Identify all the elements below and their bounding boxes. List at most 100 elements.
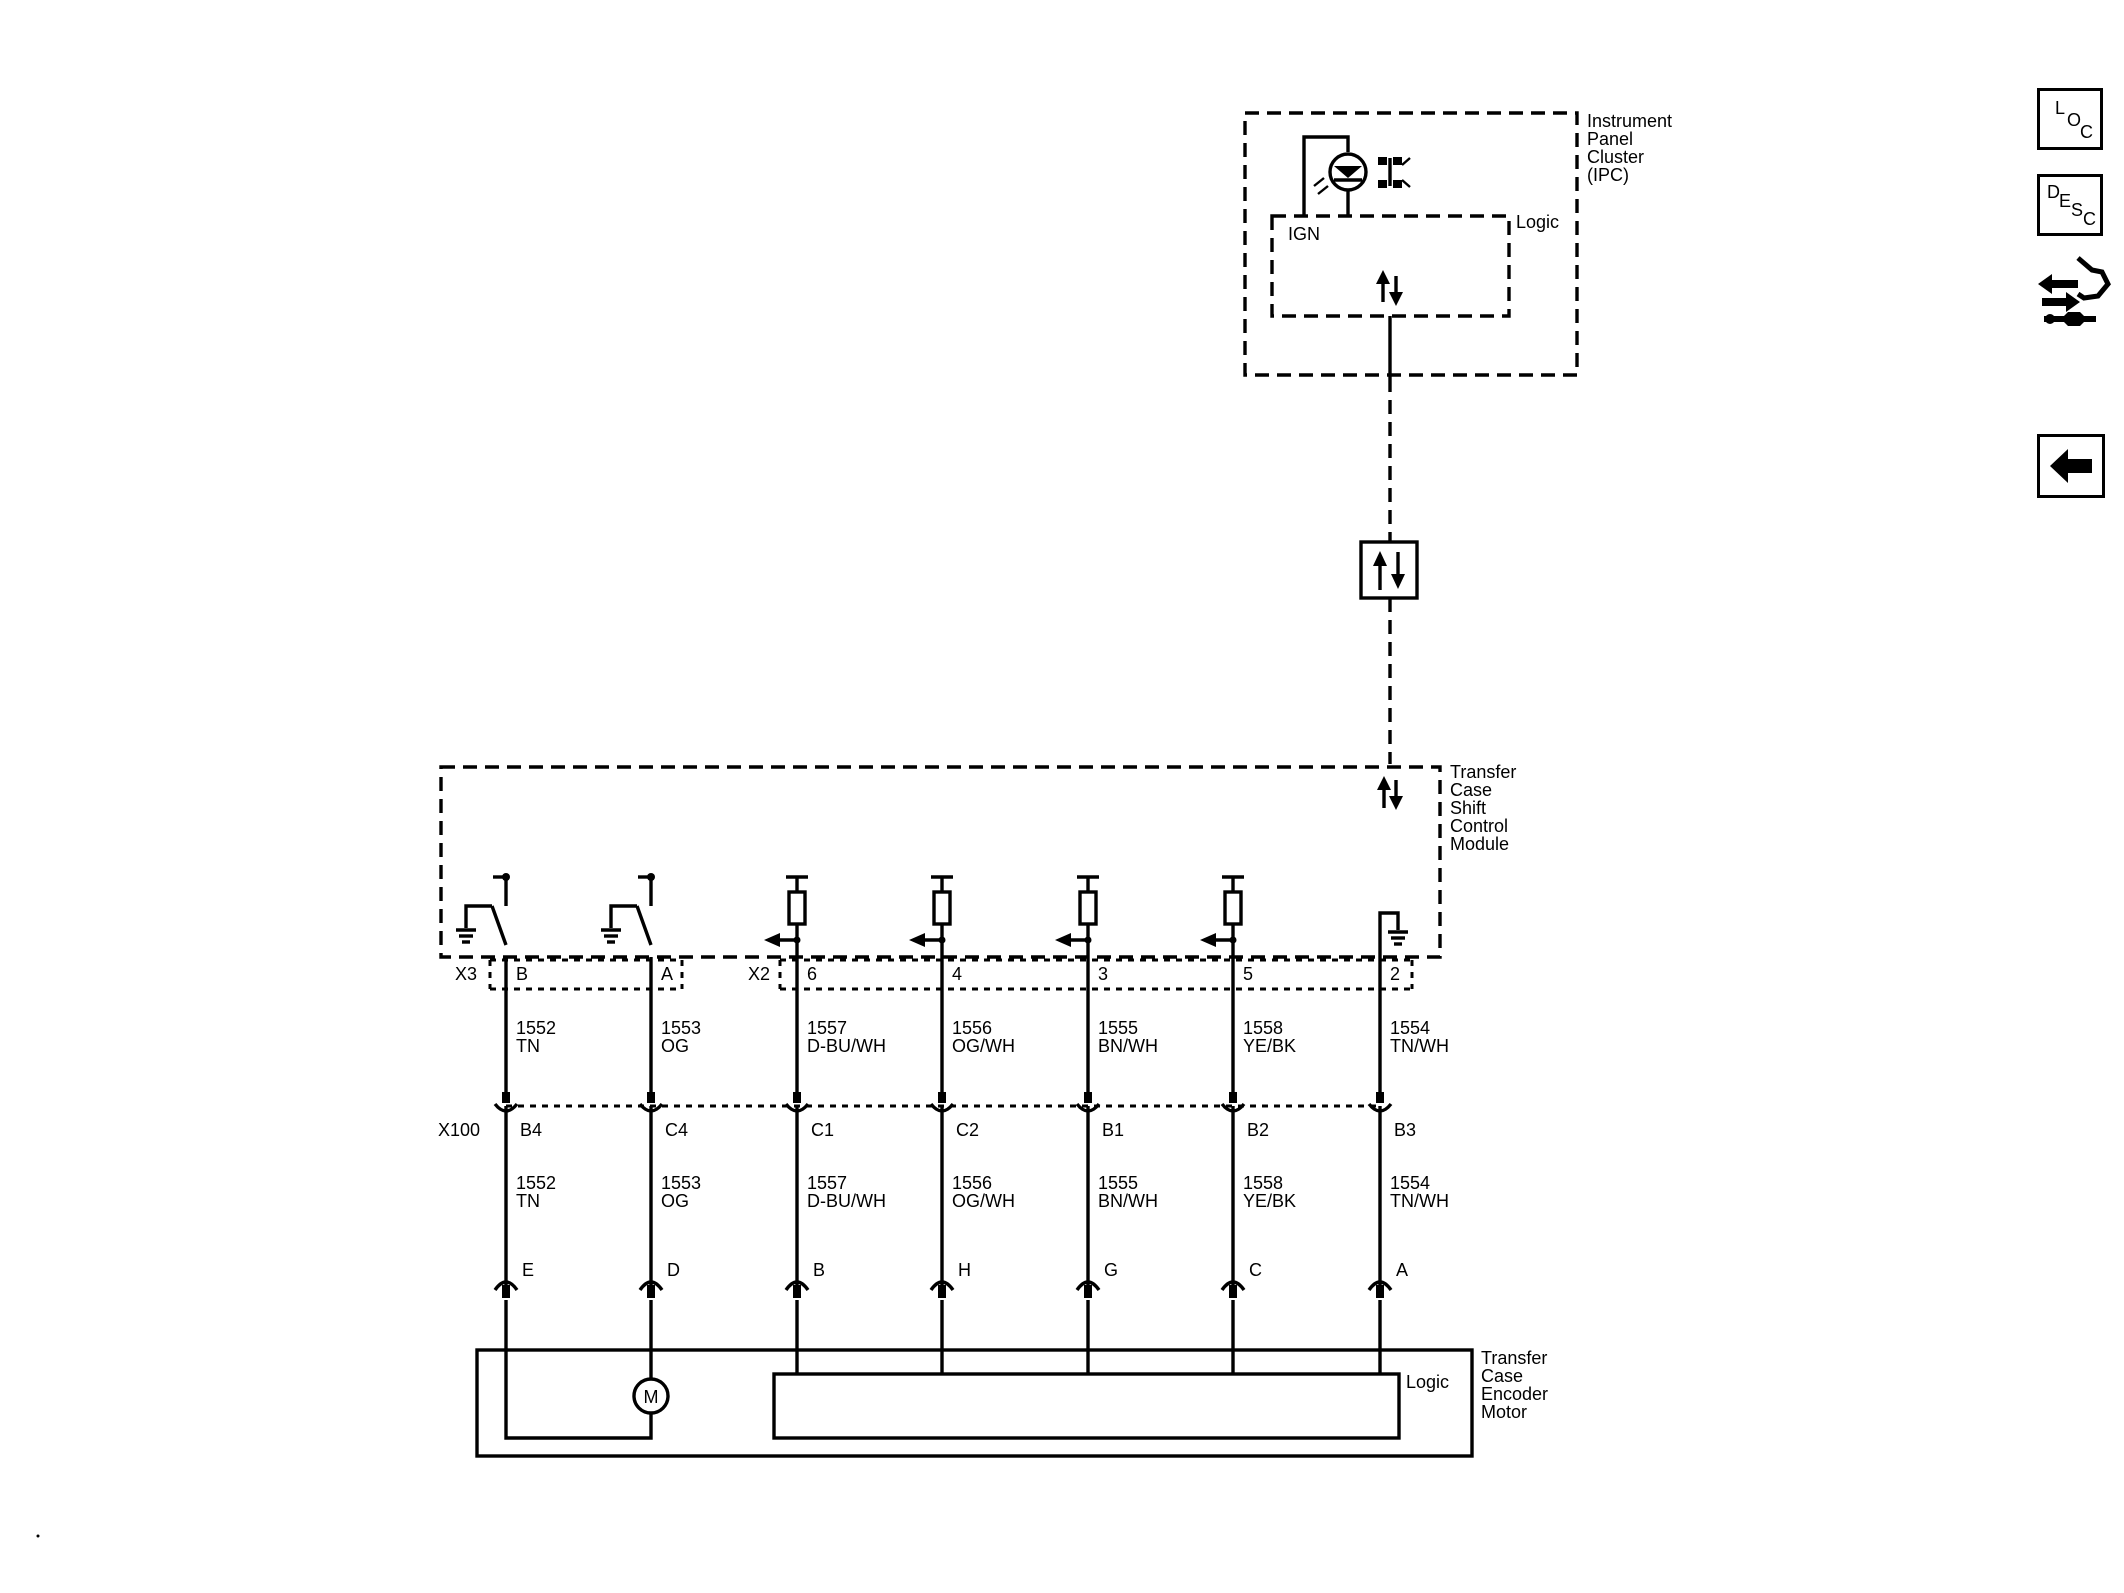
circuit-1552-module-pin-label: B	[516, 964, 528, 984]
circuit-wires: B1552TNB41552TNEA1553OGC41553OGD61557D-B…	[493, 957, 1449, 1374]
connector-x2: X2	[748, 958, 1414, 991]
circuit-1557-x100-pin-label: C1	[811, 1120, 834, 1140]
circuit-1558-motor-cavity	[1220, 1280, 1246, 1292]
ipc-logic-label: Logic	[1516, 212, 1559, 232]
connector-x2-label: X2	[748, 964, 770, 984]
circuit-1553-x100-pin-label: C4	[665, 1120, 688, 1140]
circuit-1558-motor-terminal	[1229, 1285, 1237, 1298]
desc-letter-e: E	[2059, 191, 2072, 211]
tcscm-name-line-1: Transfer	[1450, 762, 1516, 782]
pullup-input-pin-4	[909, 875, 953, 957]
circuit-1554-motor-pin-label: A	[1396, 1260, 1408, 1280]
circuit-1552-number-upper: 1552	[516, 1018, 556, 1038]
connector-x100-label: X100	[438, 1120, 480, 1140]
ipc-name-line-3: Cluster	[1587, 147, 1644, 167]
circuit-1557-motor-cavity	[784, 1280, 810, 1292]
motor-icon	[632, 1377, 670, 1415]
transfer-case-shift-control-module: Transfer Case Shift Control Module	[439, 762, 1516, 991]
circuit-1554-motor-cavity	[1367, 1280, 1393, 1292]
connector-x3: X3	[455, 958, 684, 991]
connector-x3-label: X3	[455, 964, 477, 984]
instrument-panel-cluster: Instrument Panel Cluster (IPC) Logic IGN	[1243, 111, 1672, 377]
connector-hand-icon	[2038, 256, 2111, 326]
circuit-1555-number-lower: 1555	[1098, 1173, 1138, 1193]
indicator-lamp-icon	[1302, 135, 1368, 216]
ipc-data-arrows-icon	[1376, 270, 1403, 306]
circuit-1556-number-upper: 1556	[952, 1018, 992, 1038]
serial-data-link	[1359, 316, 1419, 764]
circuit-1552-x100-cavity	[493, 1102, 519, 1113]
circuit-1557-number-upper: 1557	[807, 1018, 847, 1038]
circuit-1556-x100-cavity	[929, 1102, 955, 1113]
circuit-1552-x100-terminal	[502, 1092, 510, 1103]
loc-button[interactable]: L O C	[2037, 88, 2103, 150]
circuit-1558-color-upper: YE/BK	[1243, 1036, 1296, 1056]
circuit-1555-color-lower: BN/WH	[1098, 1191, 1158, 1211]
circuit-1552-number-lower: 1552	[516, 1173, 556, 1193]
circuit-1556-x100-pin-label: C2	[956, 1120, 979, 1140]
circuit-1557-motor-terminal	[793, 1285, 801, 1298]
circuit-1555-motor-terminal	[1084, 1285, 1092, 1298]
tcscm-name-line-5: Module	[1450, 834, 1509, 854]
circuit-1556-x100-terminal	[938, 1092, 946, 1103]
low-reference-ground-pin-2	[1378, 911, 1408, 957]
circuit-1555-x100-terminal	[1084, 1092, 1092, 1103]
switch-output-b	[456, 873, 510, 946]
circuit-1558-motor-pin-label: C	[1249, 1260, 1262, 1280]
circuit-1557-color-lower: D-BU/WH	[807, 1191, 886, 1211]
pullup-input-pin-6	[764, 875, 808, 957]
circuit-1554-x100-pin-label: B3	[1394, 1120, 1416, 1140]
circuit-1557-module-pin-label: 6	[807, 964, 817, 984]
back-arrow-icon	[2050, 449, 2092, 483]
circuit-1556-motor-pin-label: H	[958, 1260, 971, 1280]
circuit-1557-color-upper: D-BU/WH	[807, 1036, 886, 1056]
motor-loop-wire	[504, 1300, 653, 1440]
ipc-outline	[1243, 111, 1579, 377]
desc-button[interactable]: D E S C	[2037, 174, 2103, 236]
circuit-1553-module-pin-label: A	[661, 964, 673, 984]
circuit-1558-module-pin-label: 5	[1243, 964, 1253, 984]
circuit-1553-number-lower: 1553	[661, 1173, 701, 1193]
tcscm-name-line-3: Shift	[1450, 798, 1486, 818]
circuit-1556-motor-terminal	[938, 1285, 946, 1298]
loc-letter-l: L	[2055, 98, 2066, 118]
circuit-1552-motor-cavity	[493, 1280, 519, 1292]
tcscm-name-line-4: Control	[1450, 816, 1508, 836]
circuit-1553-x100-cavity	[638, 1102, 664, 1113]
circuit-1557-motor-pin-label: B	[813, 1260, 825, 1280]
circuit-1557-number-lower: 1557	[807, 1173, 847, 1193]
ipc-logic-box	[1270, 214, 1511, 318]
circuit-1554-number-lower: 1554	[1390, 1173, 1430, 1193]
back-button[interactable]	[2037, 434, 2105, 498]
loc-letter-o: O	[2067, 110, 2082, 130]
circuit-1557-x100-terminal	[793, 1092, 801, 1103]
encoder-name-line-2: Case	[1481, 1366, 1523, 1386]
pullup-input-pin-5	[1200, 875, 1244, 957]
encoder-name-line-1: Transfer	[1481, 1348, 1547, 1368]
circuit-1554-color-lower: TN/WH	[1390, 1191, 1449, 1211]
circuit-1554-x100-cavity	[1367, 1102, 1393, 1113]
circuit-1554-motor-terminal	[1376, 1285, 1384, 1298]
circuit-1558-x100-pin-label: B2	[1247, 1120, 1269, 1140]
circuit-1552-motor-pin-label: E	[522, 1260, 534, 1280]
circuit-1554-number-upper: 1554	[1390, 1018, 1430, 1038]
circuit-1558-number-lower: 1558	[1243, 1173, 1283, 1193]
circuit-1555-motor-cavity	[1075, 1280, 1101, 1292]
circuit-1555-x100-pin-label: B1	[1102, 1120, 1124, 1140]
circuit-1552-motor-terminal	[502, 1285, 510, 1298]
circuit-1556-color-upper: OG/WH	[952, 1036, 1015, 1056]
circuit-1554-module-pin-label: 2	[1390, 964, 1400, 984]
ipc-name-line-2: Panel	[1587, 129, 1633, 149]
encoder-motor-outline	[475, 1348, 1474, 1458]
tcscm-name-line-2: Case	[1450, 780, 1492, 800]
connector-end-view-button[interactable]	[2034, 254, 2114, 334]
circuit-1552-x100-pin-label: B4	[520, 1120, 542, 1140]
encoder-logic-label: Logic	[1406, 1372, 1449, 1392]
circuit-1553-motor-pin-label: D	[667, 1260, 680, 1280]
circuit-1555-module-pin-label: 3	[1098, 964, 1108, 984]
circuit-1558-x100-cavity	[1220, 1102, 1246, 1113]
circuit-1556-module-pin-label: 4	[952, 964, 962, 984]
switch-output-a	[601, 873, 655, 946]
circuit-1553-color-upper: OG	[661, 1036, 689, 1056]
stray-mark	[36, 1534, 40, 1538]
